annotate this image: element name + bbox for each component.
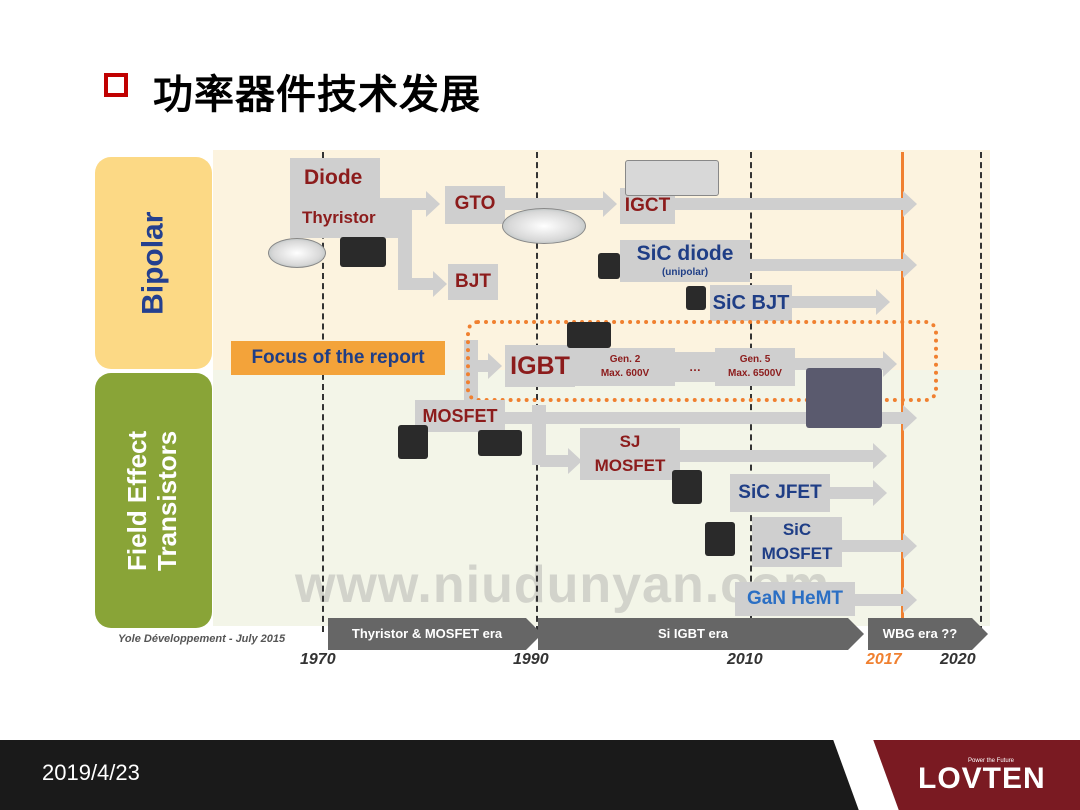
year-2017: 2017 — [866, 651, 902, 668]
mosfet-module-image — [478, 430, 522, 456]
arrow-sic-mosfet — [840, 533, 917, 559]
sic-diode-package-image — [598, 253, 620, 279]
era-wbg: WBG era ?? — [868, 618, 988, 650]
device-sic-diode-note: (unipolar) — [661, 267, 709, 278]
device-bjt: BJT — [448, 264, 498, 300]
source-credit: Yole Développement - July 2015 — [118, 633, 286, 645]
logo-tagline: Power the Future — [968, 758, 1015, 764]
igbt-module-image — [567, 322, 611, 348]
device-sic-jfet: SiC JFET — [730, 474, 830, 512]
device-sic-mosfet: SiC MOSFET — [752, 517, 842, 567]
year-1990: 1990 — [513, 651, 549, 668]
device-sj-mosfet-line1: SJ — [619, 432, 641, 451]
igct-module-image — [625, 160, 719, 196]
arrow-sic-bjt — [790, 289, 890, 315]
year-2020: 2020 — [940, 651, 976, 668]
igbt-gen5-label: Gen. 5 — [739, 354, 771, 365]
timeline-1970 — [322, 152, 324, 632]
device-gto: GTO — [445, 186, 505, 224]
arrow-to-sj — [540, 448, 582, 474]
device-sic-diode: SiC diode (unipolar) — [620, 240, 750, 282]
year-2010: 2010 — [727, 651, 763, 668]
timeline-1990 — [536, 152, 538, 632]
category-bipolar-label: Bipolar — [136, 211, 170, 315]
press-pack-diode-image — [268, 238, 326, 268]
igbt-gen2-label: Gen. 2 — [609, 354, 641, 365]
device-mosfet: MOSFET — [415, 400, 505, 432]
focus-of-report-label: Focus of the report — [231, 341, 445, 375]
timeline-2010 — [750, 152, 752, 632]
company-logo: LOVTEN — [918, 762, 1046, 795]
arrow-mosfet — [500, 405, 917, 431]
arrow-sic-jfet — [830, 480, 887, 506]
igbt-gen2-rating: Max. 600V — [600, 368, 650, 379]
igbt-gen5: Gen. 5 Max. 6500V — [715, 348, 795, 386]
device-sic-mosfet-line2: MOSFET — [761, 544, 833, 563]
focus-highlight — [466, 320, 938, 402]
igbt-ellipsis: … — [675, 352, 715, 382]
category-fet-label: Field Effect Transistors — [122, 430, 183, 571]
footer-brand-panel — [860, 740, 1080, 810]
arrow-to-bjt — [405, 271, 447, 297]
category-fet: Field Effect Transistors — [95, 373, 212, 628]
sj-mosfet-package-image — [672, 470, 702, 504]
arrow-sic-diode — [750, 252, 917, 278]
slide-title: 功率器件技术发展 — [153, 72, 481, 118]
igbt-gen5-rating: Max. 6500V — [728, 368, 782, 379]
arrow-igct — [675, 191, 917, 217]
era-thyristor-mosfet: Thyristor & MOSFET era — [328, 618, 542, 650]
arrow-igbt — [790, 351, 897, 377]
mosfet-package-image — [398, 425, 428, 459]
igbt-gen2: Gen. 2 Max. 600V — [575, 348, 675, 386]
device-igbt: IGBT — [505, 345, 575, 387]
device-sj-mosfet: SJ MOSFET — [580, 428, 680, 480]
thyristor-module-image — [340, 237, 386, 267]
timeline-2020 — [980, 152, 982, 632]
arrow-sj-mosfet — [680, 443, 887, 469]
device-sic-mosfet-line1: SiC — [782, 520, 812, 539]
arrow-gan — [855, 587, 917, 613]
device-diode: Diode — [290, 158, 380, 198]
title-bullet-icon — [104, 73, 128, 97]
device-sj-mosfet-line2: MOSFET — [594, 456, 666, 475]
branch-connector — [398, 198, 412, 290]
sic-mosfet-package-image — [705, 522, 735, 556]
sic-bjt-package-image — [686, 286, 706, 310]
device-sic-diode-label: SiC diode — [636, 242, 734, 265]
arrow-to-igbt — [470, 353, 502, 379]
arrow-to-igct — [505, 191, 617, 217]
slide-date: 2019/4/23 — [42, 760, 140, 785]
timeline-2017 — [901, 152, 904, 632]
device-thyristor: Thyristor — [290, 198, 400, 238]
gto-disc-image — [502, 208, 586, 244]
device-gan-hemt: GaN HeMT — [735, 582, 855, 616]
igbt-power-module-image — [806, 368, 882, 428]
device-sic-bjt: SiC BJT — [710, 285, 792, 321]
category-bipolar: Bipolar — [95, 157, 212, 369]
year-1970: 1970 — [300, 651, 336, 668]
era-si-igbt: Si IGBT era — [538, 618, 864, 650]
